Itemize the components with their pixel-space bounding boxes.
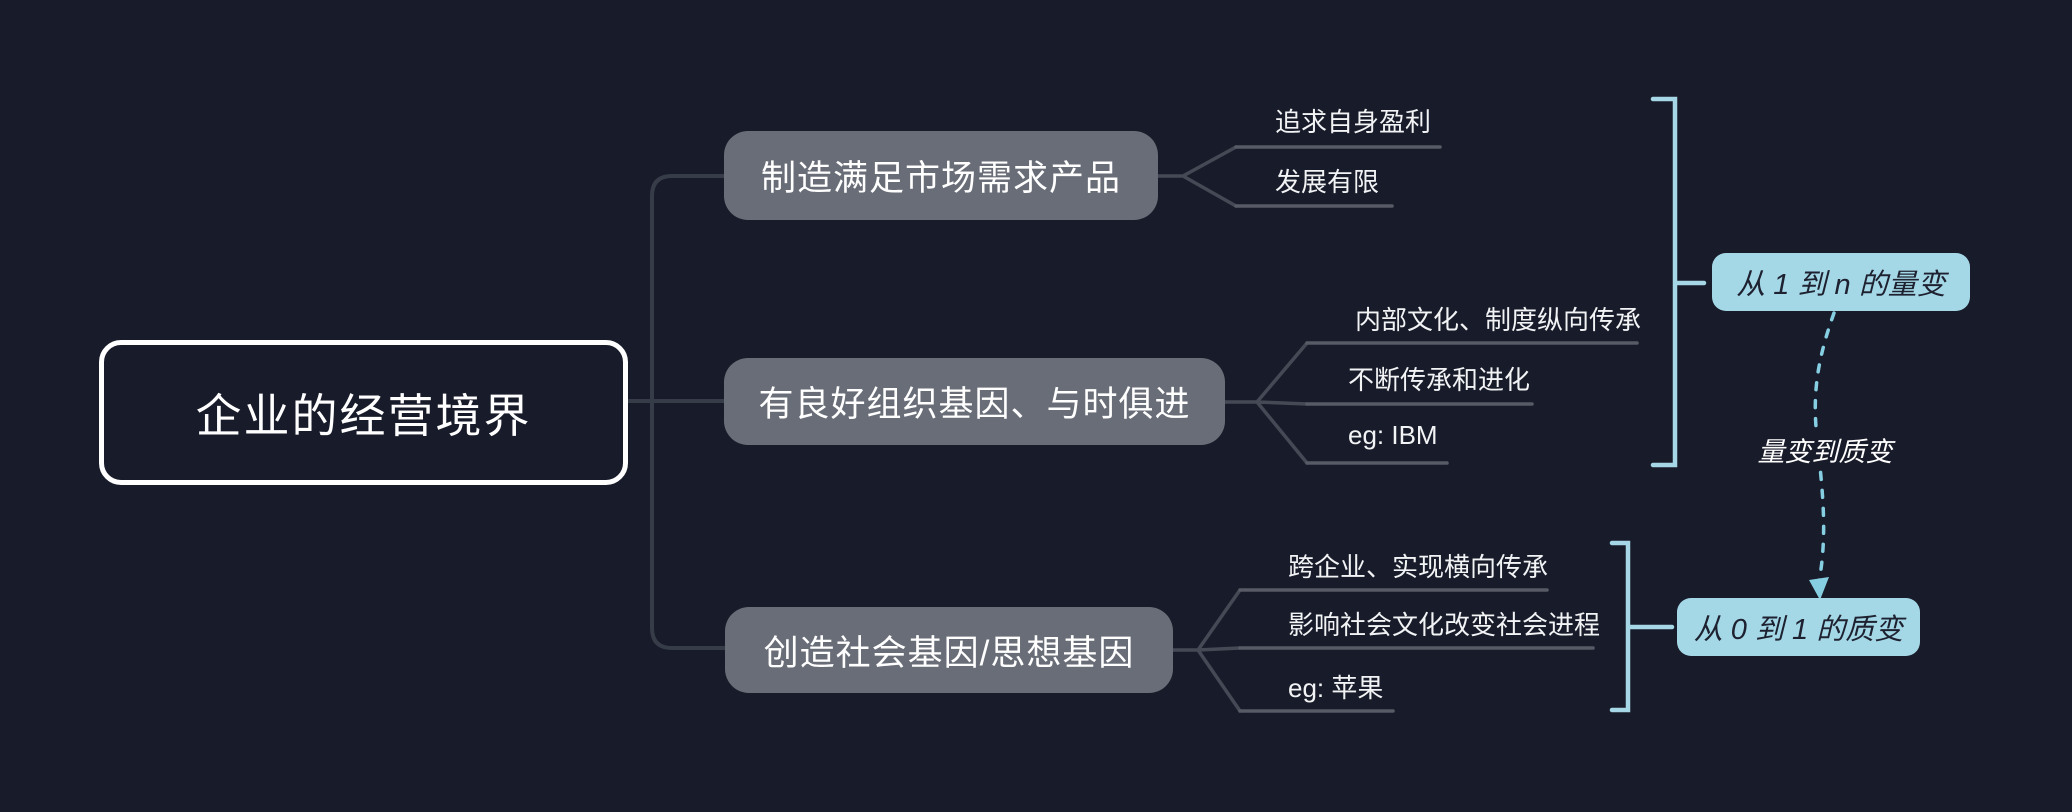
- trunk-connectors: [626, 174, 727, 650]
- branch-topic-organization-gene[interactable]: 有良好组织基因、与时俱进: [724, 358, 1225, 445]
- child-topic[interactable]: eg: IBM: [1348, 420, 1438, 450]
- summary-node-quantitative[interactable]: 从 1 到 n 的量变: [1712, 253, 1970, 311]
- child-topic[interactable]: 内部文化、制度纵向传承: [1355, 305, 1642, 335]
- child-topic[interactable]: 影响社会文化改变社会进程: [1288, 610, 1601, 640]
- child-underlines: [1234, 145, 1639, 713]
- summary-brackets: [1609, 96, 1707, 713]
- branch-topic-social-gene[interactable]: 创造社会基因/思想基因: [725, 607, 1173, 693]
- child-topic[interactable]: 发展有限: [1275, 167, 1380, 197]
- child-topic[interactable]: 不断传承和进化: [1348, 365, 1531, 395]
- fork-connectors: [1156, 145, 1309, 713]
- relationship-arrowhead-icon: [1809, 577, 1829, 600]
- relationship-label[interactable]: 量变到质变: [1750, 430, 1900, 468]
- summary-node-qualitative[interactable]: 从 0 到 1 的质变: [1677, 598, 1920, 656]
- summary-bracket-large: [1650, 96, 1707, 468]
- child-topic[interactable]: 跨企业、实现横向传承: [1288, 552, 1549, 582]
- branch-topic-products[interactable]: 制造满足市场需求产品: [724, 131, 1158, 220]
- root-topic[interactable]: 企业的经营境界: [99, 340, 628, 485]
- child-topic[interactable]: 追求自身盈利: [1275, 107, 1432, 137]
- child-topic[interactable]: eg: 苹果: [1288, 673, 1384, 703]
- summary-bracket-small: [1609, 540, 1675, 713]
